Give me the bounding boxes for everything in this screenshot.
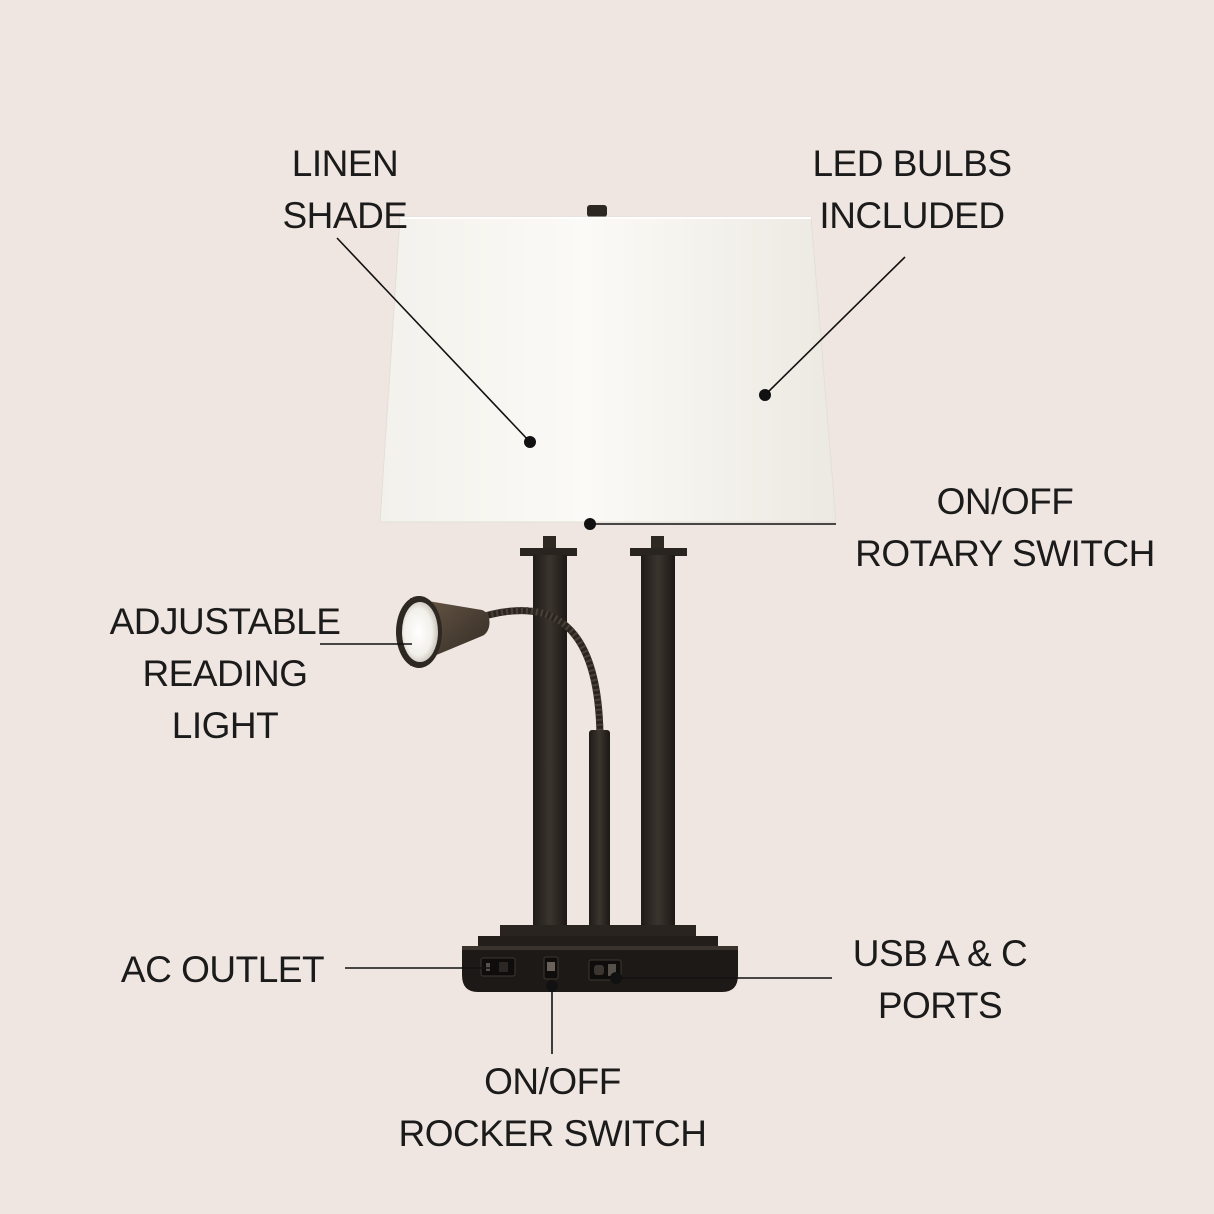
pointer-dot-rocker-switch: [546, 980, 558, 992]
leader-line-linen-shade: [336, 237, 531, 443]
rocker-switch-control: [543, 956, 559, 980]
finial: [587, 205, 607, 219]
callout-rocker-switch: ON/OFF ROCKER SWITCH: [370, 1056, 735, 1160]
callout-line: PORTS: [877, 985, 1003, 1026]
leader-line-led-bulbs: [764, 256, 906, 396]
reading-light-head: [396, 596, 490, 668]
callout-line: INCLUDED: [819, 195, 1005, 236]
callout-line: AC OUTLET: [120, 949, 325, 990]
ac-outlet-port: [480, 957, 516, 977]
callout-line: ADJUSTABLE: [109, 601, 341, 642]
callout-line: SHADE: [282, 195, 408, 236]
pointer-dot-linen-shade: [524, 436, 536, 448]
callout-line: LINEN: [291, 143, 399, 184]
leader-lines: [320, 237, 906, 1054]
callout-ac-outlet: AC OUTLET: [100, 944, 345, 996]
callout-line: LED BULBS: [812, 143, 1012, 184]
callout-linen-shade: LINEN SHADE: [245, 138, 445, 242]
callout-line: ON/OFF: [484, 1061, 621, 1102]
callout-line: ROCKER SWITCH: [398, 1113, 708, 1154]
callout-usb-ports: USB A & C PORTS: [830, 928, 1050, 1032]
callout-line: ON/OFF: [936, 481, 1074, 522]
callout-reading-light: ADJUSTABLE READING LIGHT: [85, 596, 365, 752]
gooseneck-arm: [468, 607, 610, 928]
callout-line: ROTARY SWITCH: [855, 533, 1155, 574]
lamp-poles: [520, 536, 687, 927]
callout-rotary-switch: ON/OFF ROTARY SWITCH: [830, 476, 1180, 580]
pointer-dot-led-bulbs: [759, 389, 771, 401]
linen-shade: [379, 216, 837, 523]
pointer-dot-rotary-switch: [584, 518, 596, 530]
pointer-dot-usb-ports: [610, 972, 622, 984]
callout-line: USB A & C: [852, 933, 1028, 974]
callout-line: LIGHT: [171, 705, 279, 746]
callout-led-bulbs: LED BULBS INCLUDED: [782, 138, 1042, 242]
callout-line: READING: [142, 653, 308, 694]
